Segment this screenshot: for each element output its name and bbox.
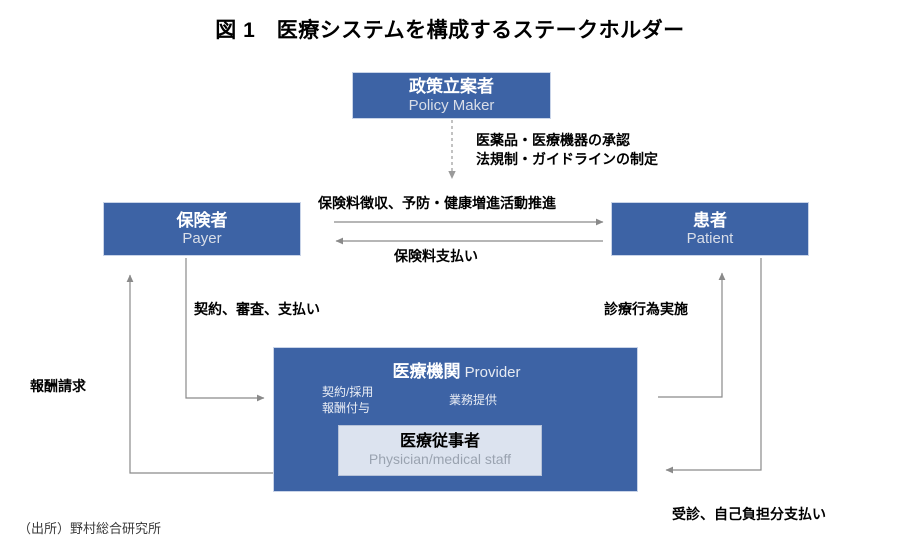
arrow-provider-to-patient [658,272,726,398]
node-patient[interactable]: 患者 Patient [611,202,809,256]
node-payer[interactable]: 保険者 Payer [103,202,301,256]
edge-label-contract-review: 契約、審査、支払い [194,301,320,317]
node-policy-maker-label-en: Policy Maker [408,96,495,114]
node-provider[interactable]: 医療機関 Provider 契約/採用 報酬付与 業務提供 医療従事者 Phys… [273,347,638,492]
node-patient-label-en: Patient [686,230,734,248]
edge-label-contract-hire: 契約/採用 報酬付与 [322,385,374,416]
node-payer-label-jp: 保険者 [176,210,228,230]
node-provider-label-jp: 医療機関 [392,362,461,381]
node-staff-label-en: Physician/medical staff [368,451,512,468]
node-staff-label-jp: 医療従事者 [399,432,480,450]
arrow-payer-to-provider [185,258,265,402]
figure-source: （出所）野村総合研究所 [18,521,162,536]
node-provider-title: 医療機関 Provider [274,357,639,382]
node-payer-label-en: Payer [182,230,222,248]
edge-label-premium-pay: 保険料支払い [394,248,478,264]
node-provider-label-en: Provider [464,364,521,381]
edge-label-visit-copay: 受診、自己負担分支払い [672,506,826,522]
node-policy-maker-label-jp: 政策立案者 [409,77,494,97]
edge-label-medical-act: 診療行為実施 [604,301,688,317]
node-policy-maker[interactable]: 政策立案者 Policy Maker [352,72,551,119]
edge-label-premium-collect: 保険料徴収、予防・健康増進活動推進 [318,195,556,211]
arrow-patient-to-provider [665,258,762,474]
node-patient-label-jp: 患者 [693,210,727,230]
node-staff[interactable]: 医療従事者 Physician/medical staff [338,425,542,476]
edge-label-service-provide: 業務提供 [449,393,498,407]
figure-title: 図 1 医療システムを構成するステークホルダー [215,19,685,42]
edge-label-approval: 医薬品・医療機器の承認 法規制・ガイドラインの制定 [476,132,658,167]
edge-label-reward-claim: 報酬請求 [30,378,86,394]
